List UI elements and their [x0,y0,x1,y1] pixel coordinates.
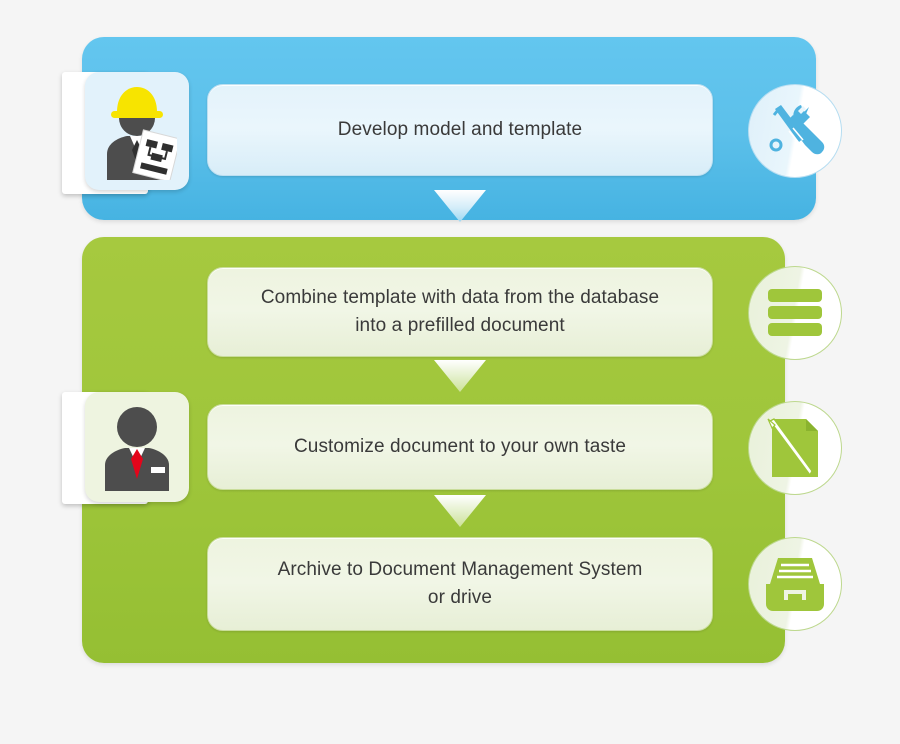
engineer-hardhat-blueprint-icon [97,82,177,180]
businessman-suit-tie-icon [99,403,175,491]
step-box-customize-document[interactable]: Customize document to your own taste [207,404,713,490]
step-text-line-2: into a prefilled document [355,315,565,336]
step-text-line-1: Combine template with data from the data… [260,287,660,309]
role-card-business-user[interactable] [85,392,189,502]
database-stack-icon-circle [748,266,842,360]
tools-wrench-screwdriver-icon [765,101,825,161]
document-pen-edit-icon [766,417,824,479]
step-text-line-2: or drive [427,587,493,608]
step-box-archive-to-dms[interactable]: Archive to Document Management System or… [207,537,713,631]
database-stack-icon [766,287,824,339]
tools-wrench-screwdriver-icon-circle [748,84,842,178]
archive-filing-tray-icon-circle [748,537,842,631]
step-box-develop-model-and-template[interactable]: Develop model and template [207,84,713,176]
role-card-engineer[interactable] [85,72,189,190]
step-text-line-1: Archive to Document Management System [277,559,643,581]
document-pen-edit-icon-circle [748,401,842,495]
step-box-combine-template-with-data[interactable]: Combine template with data from the data… [207,267,713,357]
archive-filing-tray-icon [764,556,826,612]
